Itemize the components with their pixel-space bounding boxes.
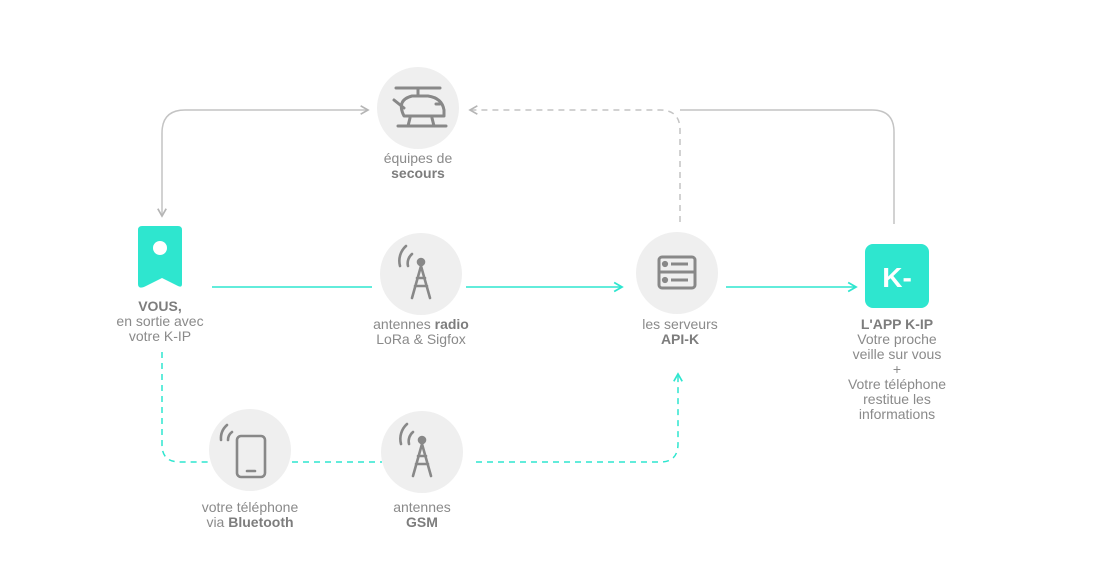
phone-label: votre téléphone via Bluetooth bbox=[201, 499, 299, 530]
app-node: K- bbox=[865, 244, 929, 308]
arrow-app-to-rescue bbox=[680, 109, 895, 224]
app-label: L'APP K-IP Votre proche veille sur vous … bbox=[847, 316, 947, 422]
servers-label: les serveurs API-K bbox=[642, 316, 718, 347]
arrow-rescue-to-you bbox=[157, 105, 370, 218]
helicopter-icon bbox=[392, 86, 448, 128]
rescue-node bbox=[377, 67, 459, 149]
radio-antenna-icon bbox=[398, 244, 432, 300]
you-label: VOUS, en sortie avec votre K-IP bbox=[116, 298, 204, 344]
kip-app-icon bbox=[865, 244, 929, 308]
phone-node bbox=[209, 409, 291, 491]
antennas-radio-label: antennes radio LoRa & Sigfox bbox=[373, 316, 469, 347]
rescue-label: équipes de secours bbox=[383, 150, 453, 181]
arrow-gsm-to-servers bbox=[476, 372, 683, 463]
gsm-antenna-icon bbox=[399, 422, 433, 478]
app-logo-text: K- bbox=[882, 262, 912, 293]
arrow-you-to-phone bbox=[161, 352, 210, 463]
servers-node bbox=[636, 232, 718, 314]
antennas-gsm-node bbox=[381, 411, 463, 493]
you-node bbox=[138, 226, 182, 288]
tracker-device-icon bbox=[138, 226, 182, 288]
antennas-radio-node bbox=[380, 233, 462, 315]
arrow-servers-to-rescue bbox=[468, 105, 681, 222]
antennas-gsm-label: antennes GSM bbox=[393, 499, 451, 530]
smartphone-icon bbox=[219, 423, 267, 479]
server-icon bbox=[657, 255, 697, 290]
